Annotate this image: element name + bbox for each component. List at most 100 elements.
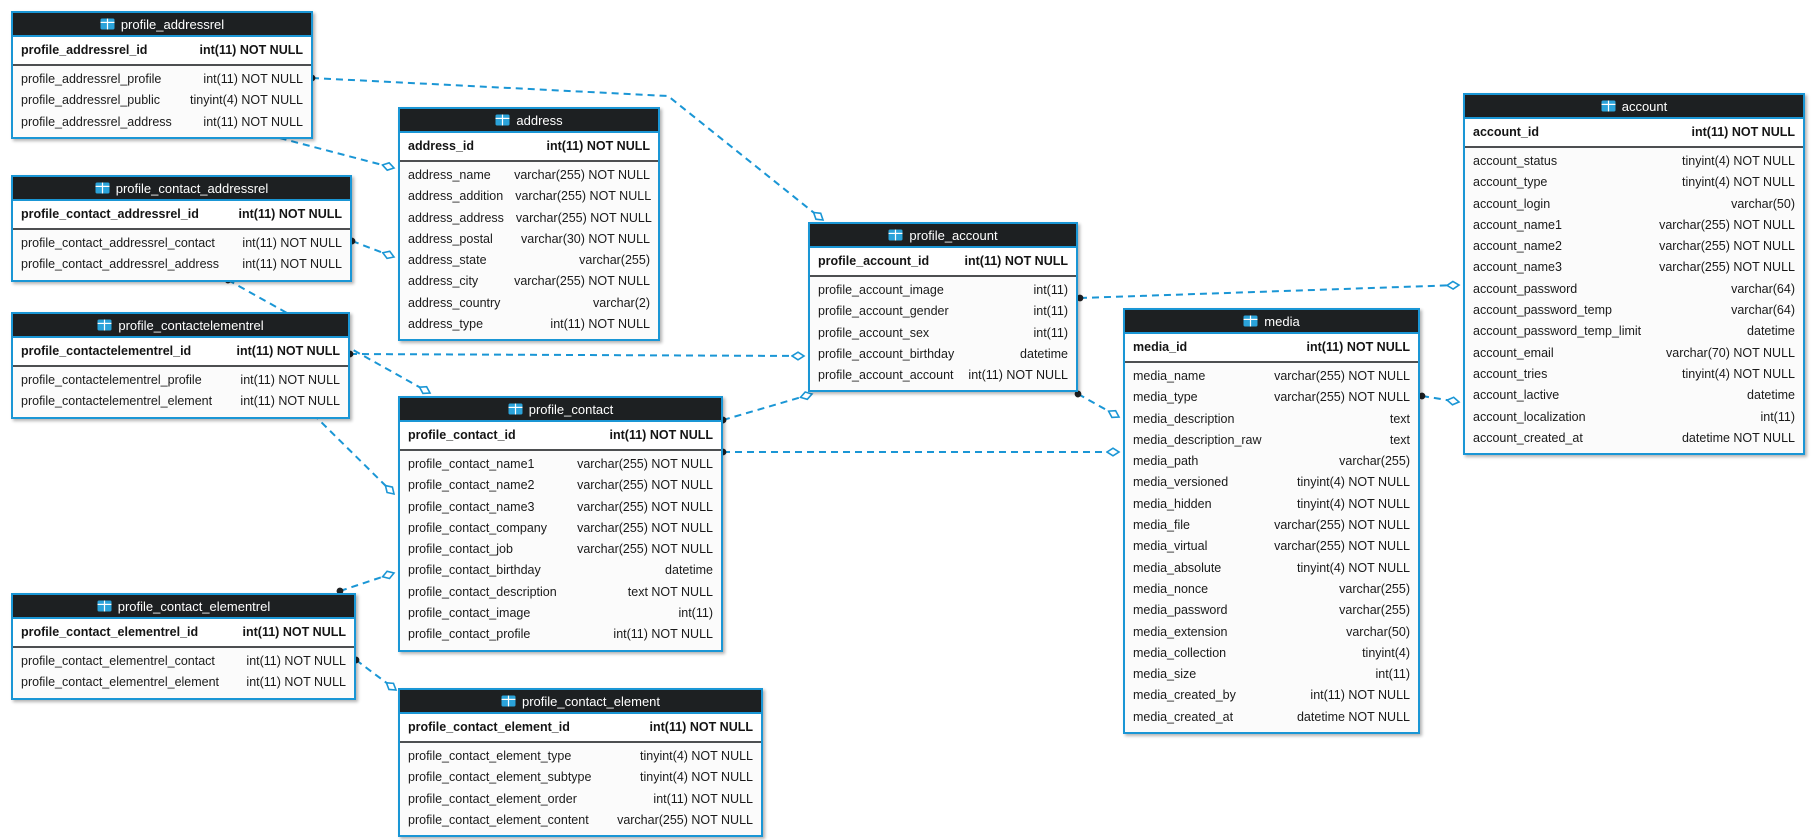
column-name: media_virtual xyxy=(1133,539,1208,554)
column-type: tinyint(4) NOT NULL xyxy=(190,93,303,108)
column-type: varchar(255) xyxy=(579,253,650,268)
table-title: address xyxy=(516,112,563,128)
column-name: account_lactive xyxy=(1473,388,1560,403)
column-name: profile_contact_description xyxy=(408,584,557,599)
column-type: datetime xyxy=(1747,388,1795,403)
column-name: media_type xyxy=(1133,390,1198,405)
column-type: varchar(255) NOT NULL xyxy=(577,457,713,471)
relationship-line-profile_contact_addressrel-to-profile_contact[interactable] xyxy=(228,280,430,393)
column-name: profile_account_image xyxy=(818,283,944,297)
relationship-line-profile_contact_elementrel-to-profile_contact_element[interactable] xyxy=(356,660,396,690)
table-header-address: address xyxy=(400,109,658,133)
column-type: tinyint(4) NOT NULL xyxy=(1682,154,1795,168)
table-title: profile_contact_addressrel xyxy=(115,180,269,196)
relationship-line-profile_contactelementrel-to-profile_contact[interactable] xyxy=(313,414,394,494)
column-type: int(11) NOT NULL xyxy=(240,394,340,409)
column-type: varchar(30) NOT NULL xyxy=(521,231,650,246)
relationship-line-profile_addressrel-to-address[interactable] xyxy=(268,135,394,168)
column-name: profile_contact_job xyxy=(408,542,513,557)
column-name: media_id xyxy=(1133,340,1188,354)
column-type: varchar(64) xyxy=(1731,281,1795,296)
column-name: account_login xyxy=(1473,196,1551,211)
relationship-line-profile_account-to-media[interactable] xyxy=(1078,394,1119,417)
column-name: profile_contact_addressrel_address xyxy=(21,257,220,272)
column-type: datetime xyxy=(1747,324,1795,339)
column-type: varchar(255) NOT NULL xyxy=(577,499,713,514)
column-name: profile_contact_element_order xyxy=(408,791,577,806)
table-title: profile_account xyxy=(909,227,998,243)
column-name: media_password xyxy=(1133,603,1228,618)
table-title: profile_addressrel xyxy=(120,16,225,32)
column-type: tinyint(4) NOT NULL xyxy=(1682,366,1795,381)
relationship-line-media-to-account[interactable] xyxy=(1422,396,1459,402)
column-name: address_city xyxy=(408,274,479,289)
relationship-line-profile_account-to-account[interactable] xyxy=(1080,285,1459,298)
column-type: varchar(255) NOT NULL xyxy=(1274,369,1410,383)
column-name: account_password_temp xyxy=(1473,303,1612,318)
column-name: profile_contact_name2 xyxy=(408,478,535,493)
column-name: account_name3 xyxy=(1473,260,1562,275)
column-type: varchar(255) NOT NULL xyxy=(1659,217,1795,232)
column-name: profile_contact_element_type xyxy=(408,749,572,763)
column-name: account_localization xyxy=(1473,409,1586,424)
column-type: int(11) NOT NULL xyxy=(246,654,346,668)
table-icon xyxy=(1243,315,1258,327)
column-name: account_type xyxy=(1473,175,1548,190)
column-name: profile_account_sex xyxy=(818,325,930,340)
relationship-line-profile_contact_elementrel-to-profile_contact[interactable] xyxy=(340,573,394,591)
table-profile_contactelementrel[interactable]: profile_contactelementrel profile_contact… xyxy=(11,312,350,419)
table-title: profile_contactelementrel xyxy=(118,317,264,333)
table-icon xyxy=(508,403,523,415)
relationship-line-profile_contact-to-profile_account[interactable] xyxy=(723,394,812,420)
column-name: media_collection xyxy=(1133,645,1227,660)
relationship-line-profile_contactelementrel-to-profile_account[interactable] xyxy=(350,354,804,356)
column-name: media_extension xyxy=(1133,624,1228,639)
relationship-line-profile_contact_addressrel-to-address[interactable] xyxy=(352,241,394,257)
column-type: varchar(50) xyxy=(1731,196,1795,211)
column-name: profile_contact_birthday xyxy=(408,563,541,578)
table-header-profile_contactelementrel: profile_contactelementrel xyxy=(13,314,348,338)
column-type: varchar(255) xyxy=(1339,454,1410,469)
column-name: media_versioned xyxy=(1133,475,1229,490)
pk-separator xyxy=(810,275,1076,277)
column-name: profile_account_id xyxy=(818,254,930,268)
table-profile_contact_addressrel[interactable]: profile_contact_addressrel profile_contac… xyxy=(11,175,352,282)
